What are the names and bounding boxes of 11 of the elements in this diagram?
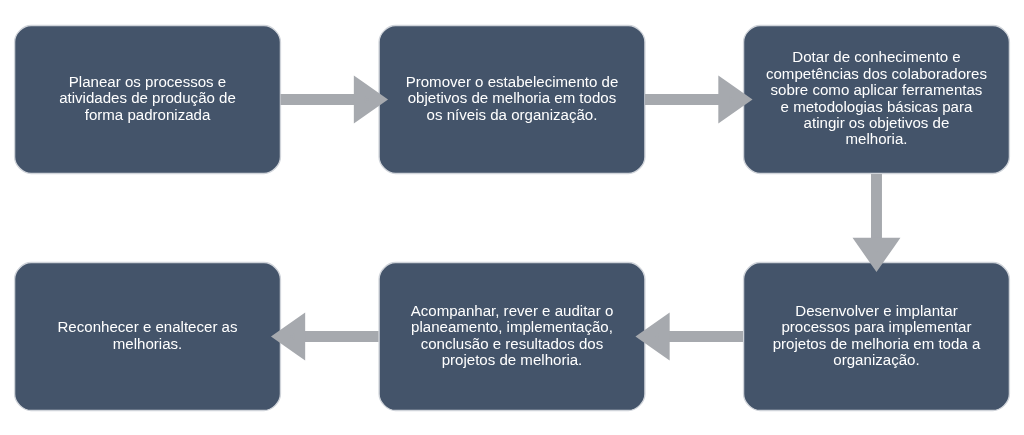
node-box: Promover o estabelecimento de objetivos de melhoria em todos os níveis da organização. bbox=[378, 24, 646, 174]
node-box: Acompanhar, rever e auditar o planeamento, implementação, conclusão e resultados dos projetos de melhoria. bbox=[378, 261, 646, 411]
node-box: Desenvolver e implantar processos para implementar projetos de melhoria em toda a organização. bbox=[742, 261, 1011, 411]
node-box: Reconhecer e enaltecer as melhorias. bbox=[13, 261, 282, 411]
node-box: Dotar de conhecimento e competências dos colaboradores sobre como aplicar ferramentas e metodologias básicas para atingir os objetivos de melhoria. bbox=[742, 24, 1011, 174]
arrow bbox=[852, 173, 901, 272]
arrow bbox=[645, 75, 753, 123]
arrow bbox=[270, 312, 379, 360]
arrow bbox=[635, 312, 743, 360]
arrow bbox=[280, 75, 389, 123]
node-box: Planear os processos e atividades de produção de forma padronizada bbox=[13, 24, 282, 174]
